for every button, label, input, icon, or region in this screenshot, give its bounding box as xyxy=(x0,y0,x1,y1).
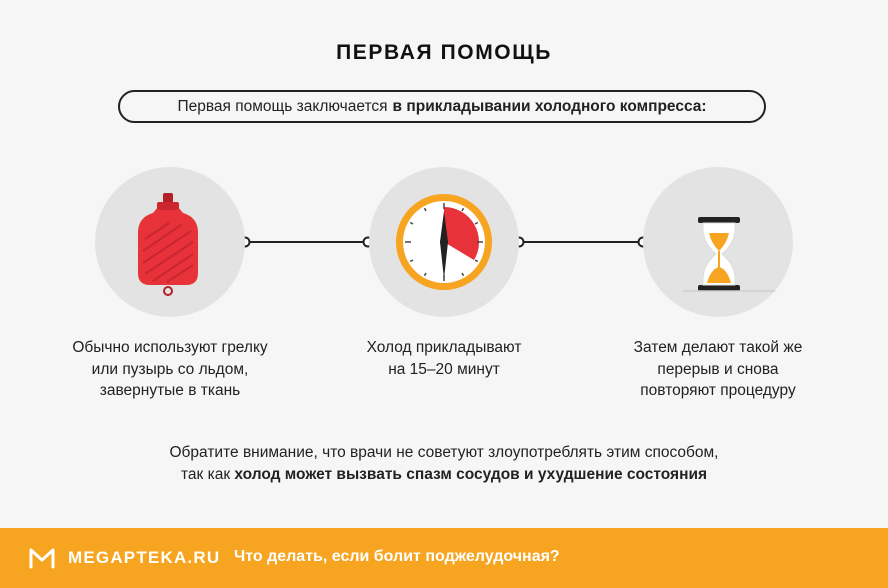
note-line-2-prefix: так как xyxy=(180,466,231,483)
caption-line: Обычно используют грелку xyxy=(72,339,268,356)
caption-line: повторяют процедуру xyxy=(640,382,796,399)
megapteka-logo-icon[interactable] xyxy=(28,546,56,570)
intro-text: Первая помощь заключается xyxy=(177,97,388,115)
note-line-1: Обратите внимание, что врачи не советуют… xyxy=(169,444,719,461)
brand-link[interactable]: MEGAPTEKA.RU xyxy=(68,548,221,567)
caption-line: Затем делают такой же xyxy=(633,339,803,356)
caption-line: завернутые в ткань xyxy=(99,382,241,399)
intro-box: Первая помощь заключается в прикладывани… xyxy=(118,90,766,123)
step-2-circle xyxy=(369,167,519,317)
page-title: ПЕРВАЯ ПОМОЩЬ xyxy=(336,41,552,64)
step-3-circle xyxy=(643,167,793,317)
note-line-2: так как холод может вызвать спазм сосудо… xyxy=(0,464,888,486)
warning-note: Обратите внимание, что врачи не советуют… xyxy=(0,442,888,486)
hot-water-bottle-icon xyxy=(138,193,198,296)
caption-line: перерыв и снова xyxy=(657,360,779,378)
step-1-caption: Обычно используют грелку или пузырь со л… xyxy=(40,337,300,402)
caption-line: Холод прикладывают xyxy=(366,339,522,356)
caption-line: или пузырь со льдом, xyxy=(91,360,249,378)
step-2-caption: Холод прикладывают на 15–20 минут xyxy=(314,337,574,380)
timer-icon xyxy=(396,194,492,290)
footer-bar: MEGAPTEKA.RU Что делать, если болит подж… xyxy=(0,528,888,588)
hourglass-icon xyxy=(683,217,775,292)
step-3-caption: Затем делают такой же перерыв и снова по… xyxy=(588,337,848,402)
note-line-2-bold: холод может вызвать спазм сосудов и ухуд… xyxy=(234,466,708,483)
article-link[interactable]: Что делать, если болит поджелудочная? xyxy=(234,548,560,565)
intro-bold-text: в прикладывании холодного компресса: xyxy=(392,97,707,115)
step-1-circle xyxy=(95,167,245,317)
caption-line: на 15–20 минут xyxy=(388,360,500,378)
